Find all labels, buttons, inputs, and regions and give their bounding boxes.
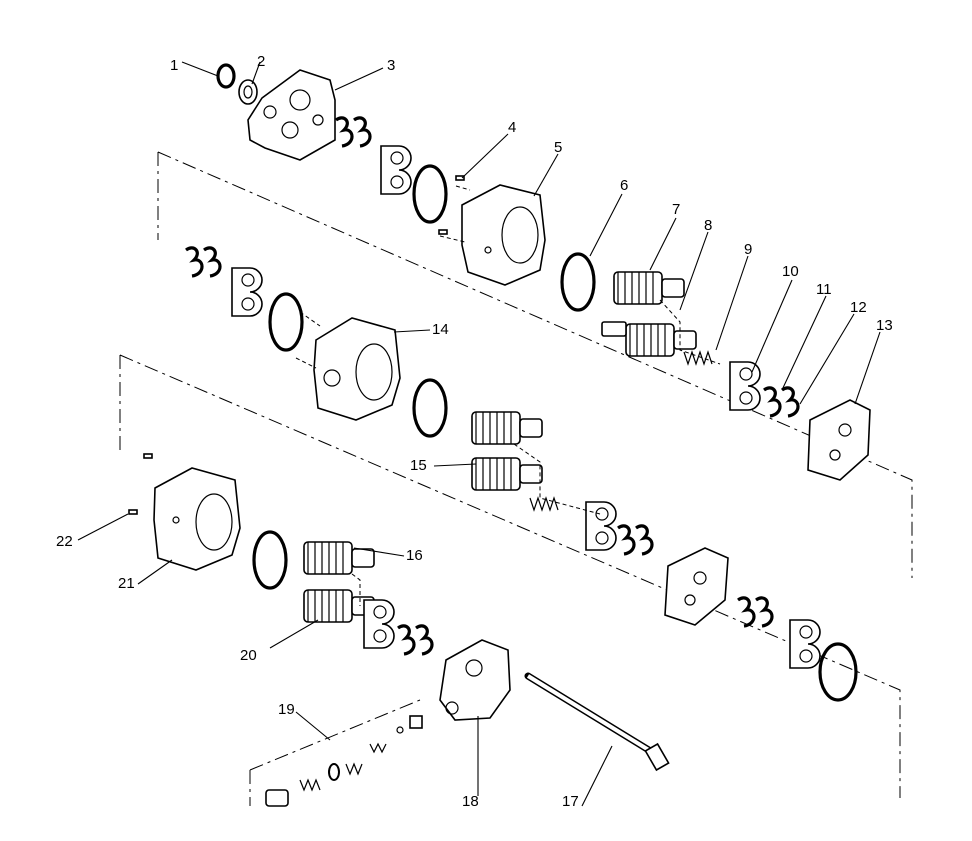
drive-shaft (601, 321, 627, 337)
callout-22: 22 (56, 533, 73, 550)
callout-16: 16 (406, 547, 423, 564)
callout-4: 4 (508, 119, 516, 136)
callout-21: 21 (118, 575, 135, 592)
leader-lines (77, 61, 881, 807)
seal-set-upper (334, 116, 372, 148)
callout-9: 9 (744, 241, 752, 258)
seal-set-rear (762, 386, 800, 418)
o-ring-6 (560, 252, 596, 312)
callout-18: 18 (462, 793, 479, 810)
callout-19: 19 (278, 701, 295, 718)
assembly-paths (295, 185, 721, 606)
seal-set-middle (184, 246, 222, 278)
callout-2: 2 (257, 53, 265, 70)
coil-spring-9 (683, 350, 713, 366)
callout-10: 10 (782, 263, 799, 280)
adapter-plate (664, 547, 729, 626)
bearing-block-middle (231, 267, 263, 317)
callouts: 1 2 3 4 5 6 7 8 9 10 11 12 13 14 15 16 1… (56, 53, 893, 810)
callout-8: 8 (704, 217, 712, 234)
o-ring-middle (268, 292, 304, 352)
bearing-block-rear (729, 361, 761, 411)
callout-1: 1 (170, 57, 178, 74)
callout-6: 6 (620, 177, 628, 194)
relief-valve-kit (265, 715, 423, 807)
drive-gear (613, 271, 685, 305)
callout-15: 15 (410, 457, 427, 474)
gear-housing-front (461, 184, 546, 286)
end-cover (439, 639, 511, 721)
bearing-block-upper (380, 145, 412, 195)
callout-20: 20 (240, 647, 257, 664)
callout-3: 3 (387, 57, 395, 74)
front-cover (247, 69, 336, 161)
bearing-block-lower (585, 501, 617, 551)
gear-pair-upper (471, 411, 543, 445)
callout-17: 17 (562, 793, 579, 810)
seal-set-20 (396, 624, 434, 656)
snap-ring (216, 63, 236, 89)
gear-16 (303, 541, 375, 575)
o-ring-14 (412, 378, 448, 438)
gear-housing-rear (153, 467, 241, 571)
callout-7: 7 (672, 201, 680, 218)
callout-14: 14 (432, 321, 449, 338)
coil-spring-15 (529, 496, 559, 512)
bearing-block-20 (363, 599, 395, 649)
dowel-pin-upper-2 (438, 229, 448, 235)
bearing-block-rear-lower (789, 619, 821, 669)
section-outline-lower (119, 354, 901, 806)
dowel-pin-22 (128, 509, 138, 515)
dowel-pin-lower (143, 453, 153, 459)
rear-plate (807, 399, 871, 481)
gear-housing-middle (313, 317, 401, 421)
o-ring-rear-lower (818, 642, 858, 702)
callout-13: 13 (876, 317, 893, 334)
o-ring-upper (412, 164, 448, 224)
callout-11: 11 (816, 281, 832, 298)
through-bolt (524, 672, 670, 772)
o-ring-lower (252, 530, 288, 590)
seal-set-rear-lower (736, 596, 774, 628)
callout-12: 12 (850, 299, 867, 316)
shaft-seal (238, 79, 258, 105)
driven-gear (625, 323, 697, 357)
callout-5: 5 (554, 139, 562, 156)
section-outline-upper (157, 151, 913, 578)
seal-set-lower (616, 524, 654, 556)
gear-pair-lower (471, 457, 543, 491)
